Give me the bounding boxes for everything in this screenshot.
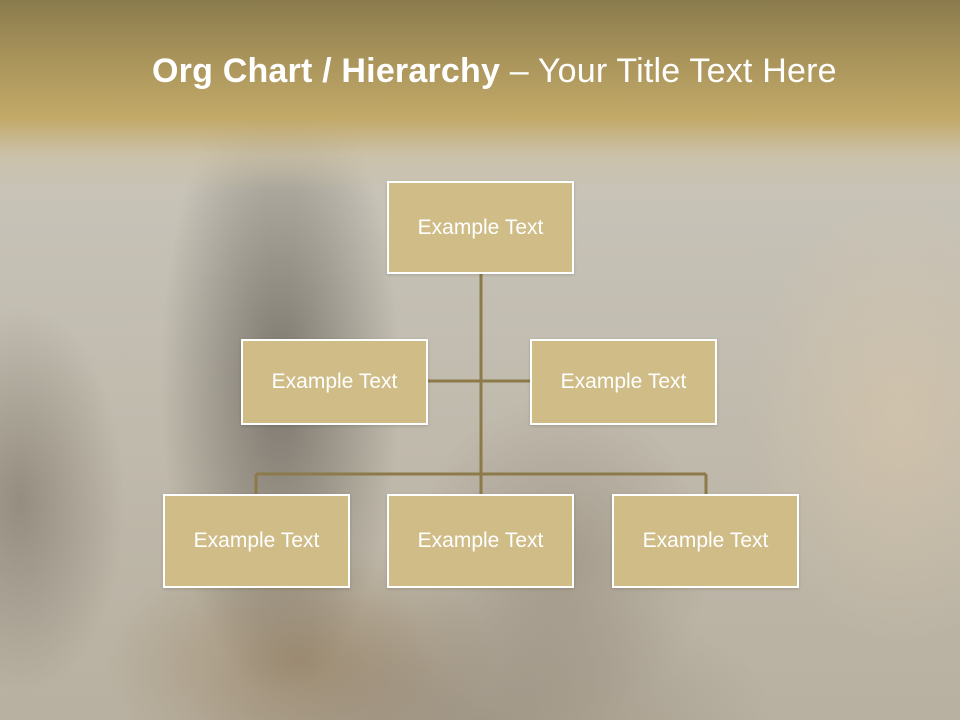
org-node-level2-left[interactable]: Example Text <box>241 339 428 425</box>
org-node-label: Example Text <box>560 370 687 393</box>
title-band <box>0 0 960 190</box>
org-node-level3-left[interactable]: Example Text <box>163 494 350 588</box>
org-node-level3-right[interactable]: Example Text <box>612 494 799 588</box>
org-node-label: Example Text <box>642 529 769 552</box>
org-node-label: Example Text <box>417 529 544 552</box>
org-node-label: Example Text <box>193 529 320 552</box>
title-dash: – <box>500 52 538 90</box>
org-node-level3-center[interactable]: Example Text <box>387 494 574 588</box>
org-node-label: Example Text <box>417 215 544 239</box>
title-bold: Org Chart / Hierarchy <box>152 52 501 90</box>
title-light: Your Title Text Here <box>537 52 837 90</box>
slide-title: Org Chart / Hierarchy – Your Title Text … <box>152 52 837 91</box>
org-node-label: Example Text <box>271 370 398 393</box>
org-node-root[interactable]: Example Text <box>387 181 574 274</box>
org-node-level2-right[interactable]: Example Text <box>530 339 717 425</box>
